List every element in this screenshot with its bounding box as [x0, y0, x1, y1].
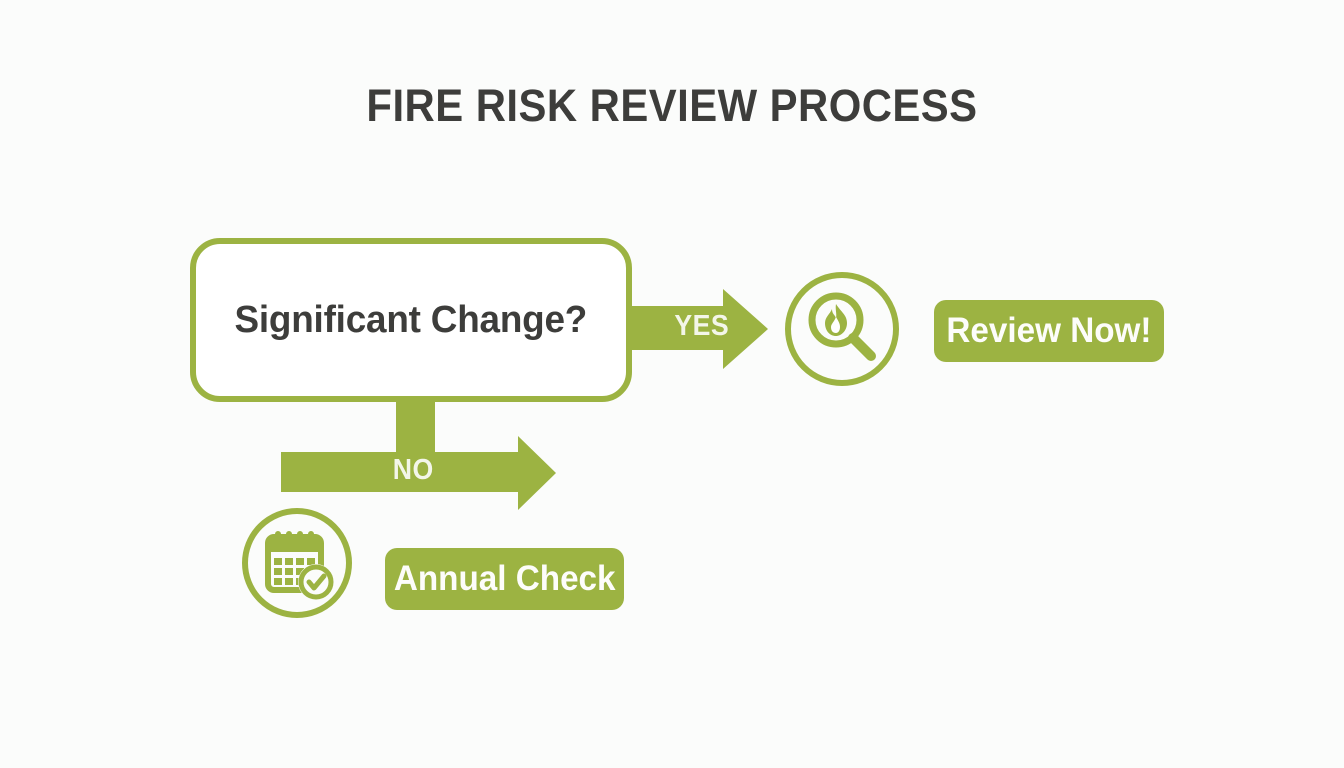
annual-check-label: Annual Check: [393, 559, 616, 598]
annual-check-badge[interactable]: Annual Check: [385, 548, 624, 610]
decision-box[interactable]: Significant Change?: [190, 238, 632, 402]
magnifier-flame-icon: [785, 272, 899, 386]
calendar-check-icon: [242, 508, 352, 618]
page-title: FIRE RISK REVIEW PROCESS: [366, 80, 978, 131]
yes-arrow: [628, 289, 768, 369]
no-branch-label: NO: [392, 454, 434, 486]
yes-branch-label: YES: [674, 310, 730, 342]
review-now-badge[interactable]: Review Now!: [934, 300, 1164, 362]
no-arrow: [281, 402, 556, 510]
decision-box-label: Significant Change?: [234, 298, 588, 341]
review-now-label: Review Now!: [946, 311, 1152, 350]
